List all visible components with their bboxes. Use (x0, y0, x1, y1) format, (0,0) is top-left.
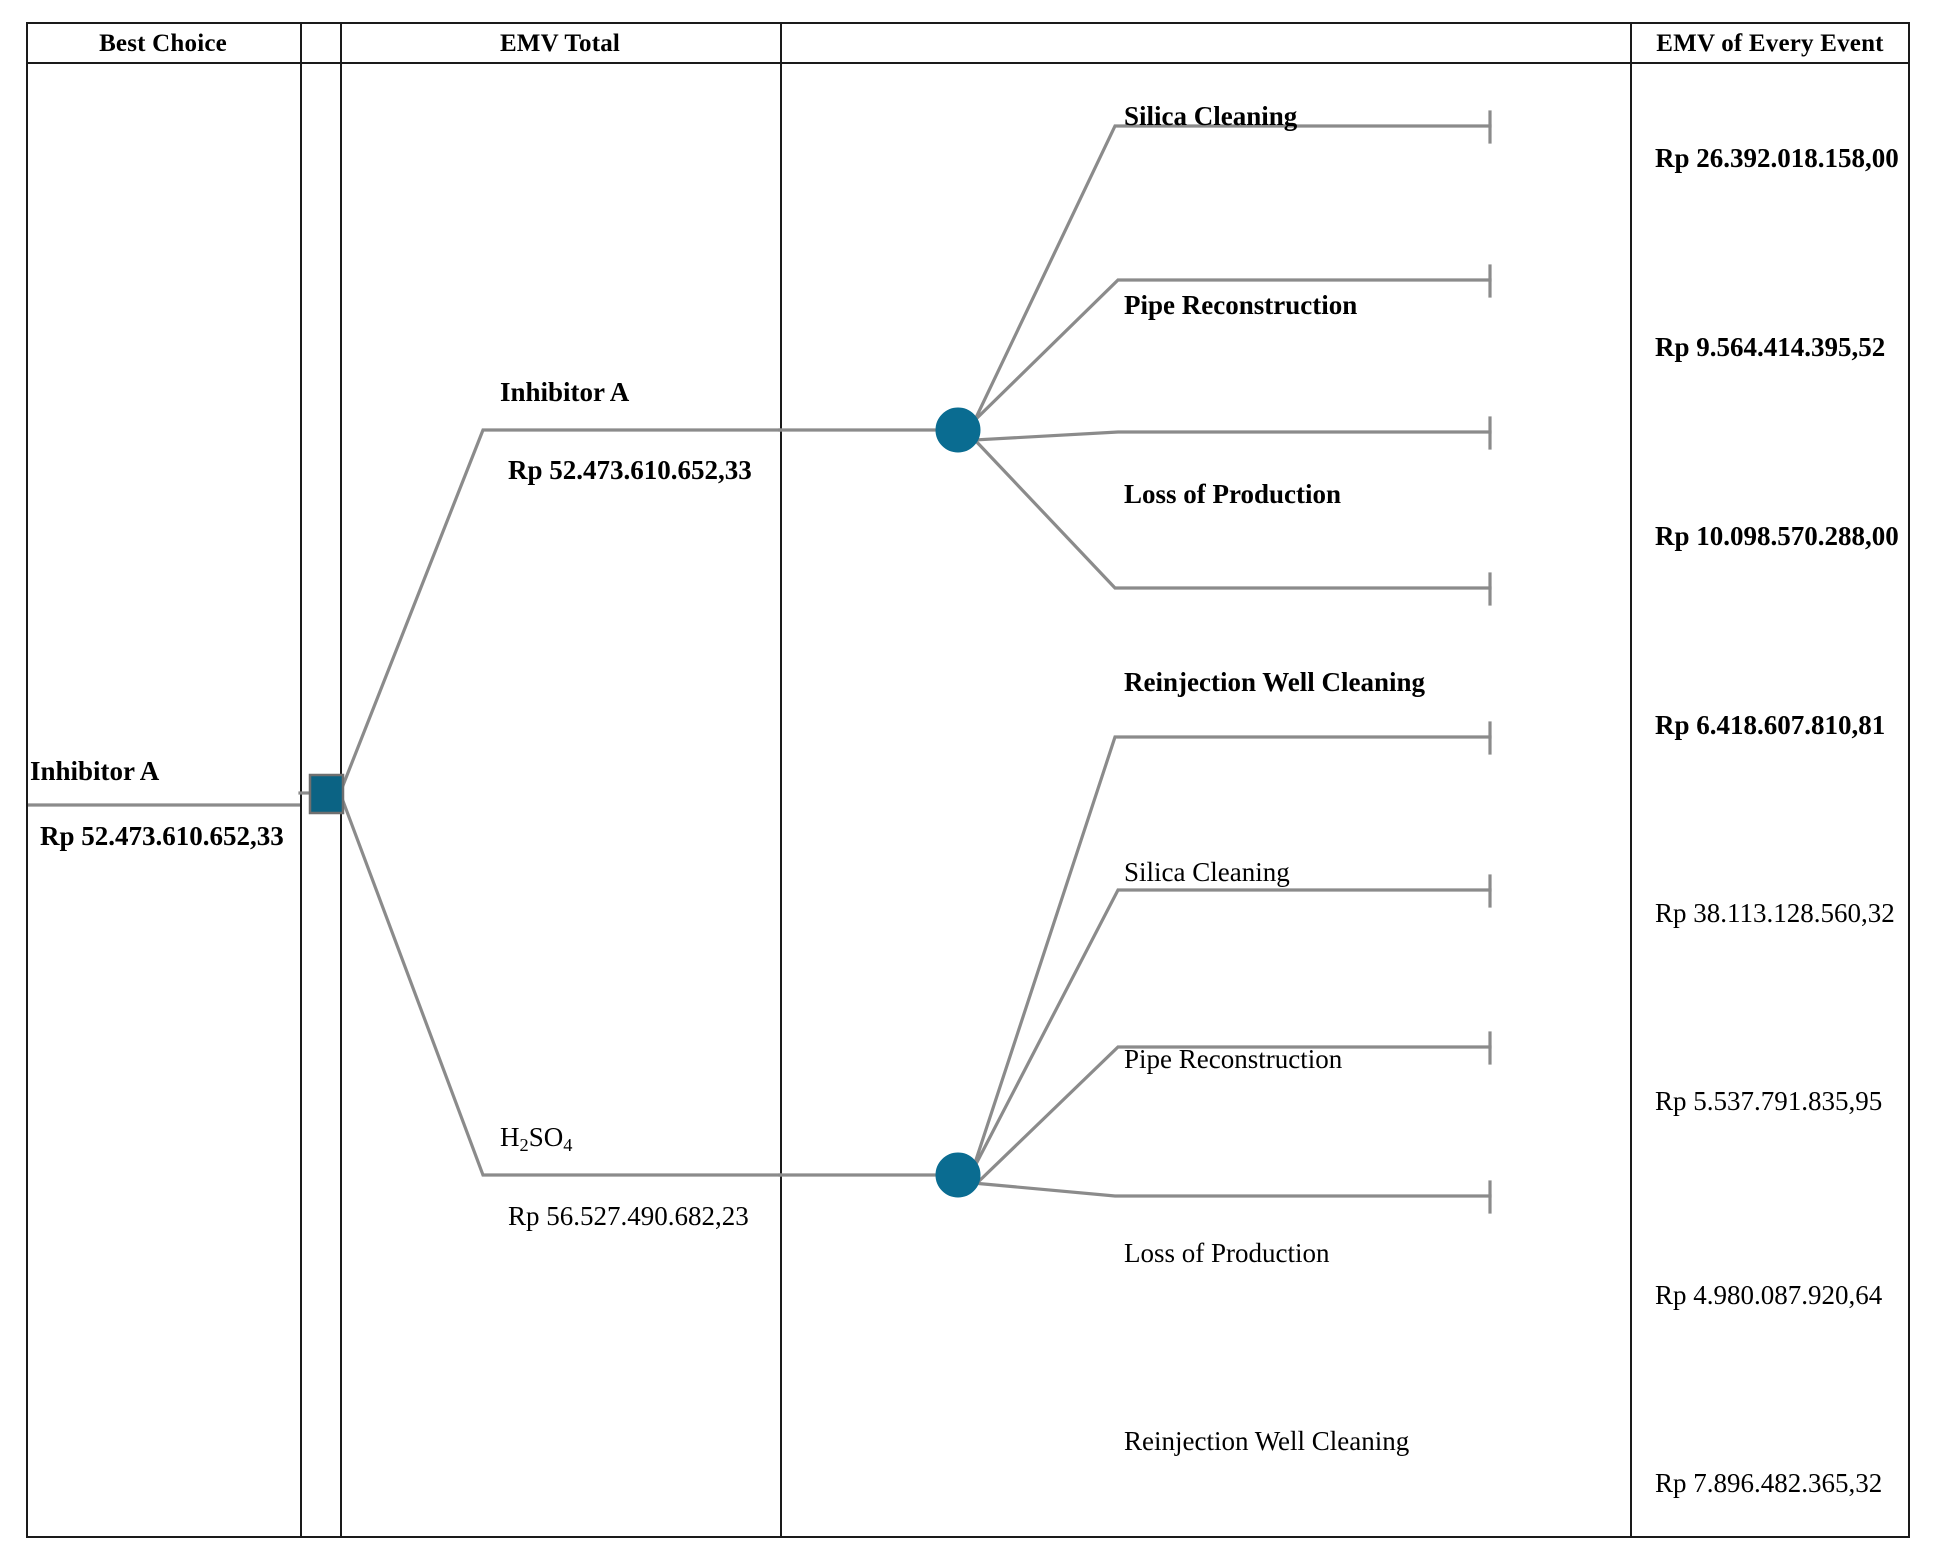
decision-node-square (308, 773, 345, 815)
header-emv-total: EMV Total (499, 30, 621, 57)
emv-event-reinjection-well-cleaning-a: Rp 6.418.607.810,81 (1655, 710, 1886, 740)
branch-value-h2so4: Rp 56.527.490.682,23 (508, 1201, 749, 1231)
outcome-label-pipe-reconstruction-a: Pipe Reconstruction (1124, 290, 1358, 320)
outcome-label-reinjection-well-cleaning-h2so4: Reinjection Well Cleaning (1124, 1426, 1410, 1456)
outcome-label-silica-cleaning-h2so4: Silica Cleaning (1124, 857, 1290, 887)
branch-label-h2so4: H2SO4 (500, 1122, 573, 1156)
header-emv-event: EMV of Every Event (1656, 30, 1884, 57)
chance-node-lower (935, 1152, 981, 1198)
branch-value-inhibitor-a: Rp 52.473.610.652,33 (508, 455, 752, 485)
best-choice-value: Rp 52.473.610.652,33 (40, 821, 284, 851)
outcome-label-loss-of-production-h2so4: Loss of Production (1124, 1238, 1330, 1268)
emv-event-silica-cleaning-h2so4: Rp 38.113.128.560,32 (1655, 898, 1895, 928)
emv-event-pipe-reconstruction-a: Rp 9.564.414.395,52 (1655, 332, 1886, 362)
emv-event-reinjection-well-cleaning-h2so4: Rp 7.896.482.365,32 (1655, 1468, 1883, 1498)
header-best-choice: Best Choice (99, 30, 227, 57)
chance-node-upper (935, 407, 981, 453)
outcome-label-pipe-reconstruction-h2so4: Pipe Reconstruction (1124, 1044, 1343, 1074)
outcome-label-loss-of-production-a: Loss of Production (1124, 479, 1342, 509)
divider-emv-event (1630, 22, 1632, 1538)
emv-event-loss-of-production-a: Rp 10.098.570.288,00 (1655, 521, 1899, 551)
emv-event-loss-of-production-h2so4: Rp 4.980.087.920,64 (1655, 1280, 1883, 1310)
outcome-label-silica-cleaning-a: Silica Cleaning (1124, 101, 1298, 131)
header-separator (26, 62, 1910, 64)
branch-label-inhibitor-a: Inhibitor A (500, 377, 630, 407)
emv-event-pipe-reconstruction-h2so4: Rp 5.537.791.835,95 (1655, 1086, 1883, 1116)
divider-best-choice (300, 22, 302, 1538)
outcome-label-reinjection-well-cleaning-a: Reinjection Well Cleaning (1124, 667, 1425, 697)
best-choice-name: Inhibitor A (30, 756, 160, 786)
table-outer-border (26, 22, 1910, 1538)
divider-emv-total (780, 22, 782, 1538)
emv-event-silica-cleaning-a: Rp 26.392.018.158,00 (1655, 143, 1899, 173)
